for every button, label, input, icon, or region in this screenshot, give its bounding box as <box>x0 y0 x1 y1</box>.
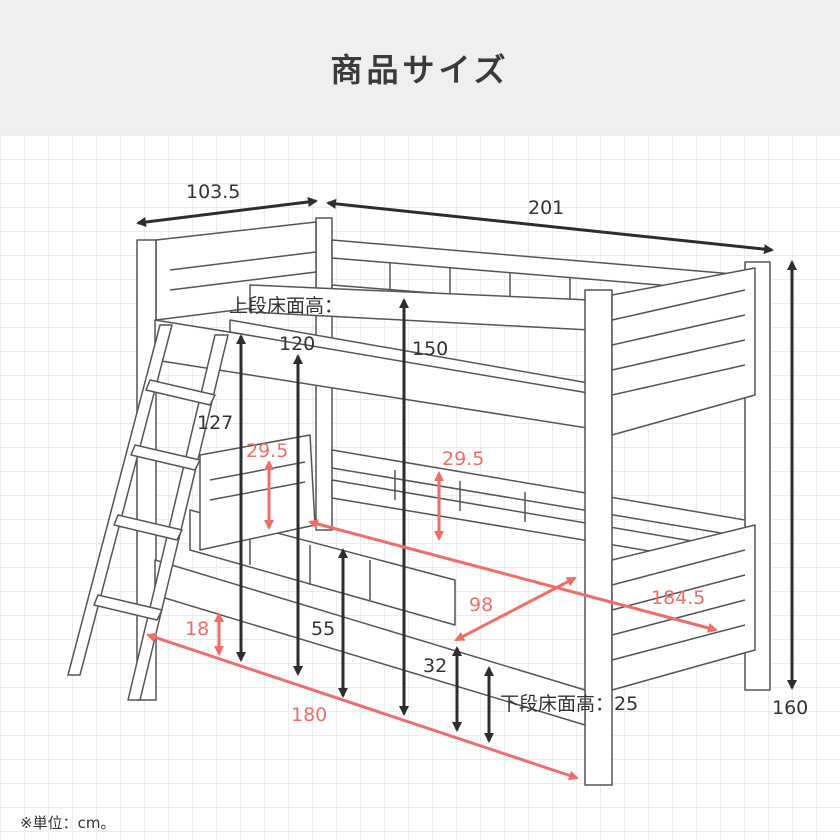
upper-guard-left-label: 29.5 <box>246 440 288 462</box>
length-arrow <box>326 198 774 255</box>
width-arrow <box>136 197 318 227</box>
upper-guard-right-label: 29.5 <box>442 448 484 470</box>
dimension-labels: 103.5 201 160 上段床面高： 120 150 127 29.5 29… <box>185 181 808 726</box>
upper-floor-height-label: 120 <box>279 333 315 355</box>
h150-label: 150 <box>412 338 448 360</box>
height-label: 160 <box>772 697 808 719</box>
page-title: 商品サイズ <box>330 50 510 89</box>
bed-frame <box>67 217 771 786</box>
header-banner: 商品サイズ <box>0 0 840 135</box>
length-label: 201 <box>528 197 564 219</box>
h32-label: 32 <box>423 655 447 677</box>
lower-length-label: 180 <box>291 704 327 726</box>
lower-floor-label: 下段床面高：25 <box>500 693 638 715</box>
upper-floor-label: 上段床面高： <box>229 295 343 317</box>
inner-width-label: 98 <box>469 594 493 616</box>
red-dimension-arrows <box>146 460 718 781</box>
inner-width-arrow <box>454 576 577 642</box>
unit-note: ※単位：cm。 <box>20 814 116 832</box>
lower-length-arrow <box>146 632 579 781</box>
lower-guard-label: 18 <box>185 618 209 640</box>
ladder-height-label: 127 <box>197 412 233 434</box>
h55-label: 55 <box>311 618 335 640</box>
inner-length-arrow <box>308 519 718 633</box>
width-label: 103.5 <box>186 181 240 203</box>
inner-length-label: 184.5 <box>651 587 705 609</box>
